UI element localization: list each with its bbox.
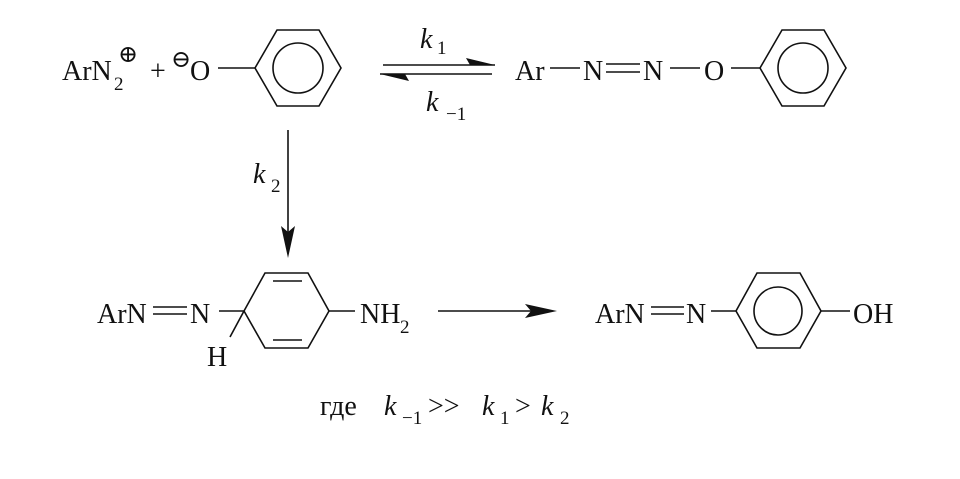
nitrogen-label: N (643, 56, 663, 87)
arrowhead (380, 74, 409, 81)
hydroxyl-label: OH (853, 299, 893, 330)
subscript: −1 (446, 104, 466, 125)
k2-arrow: k 2 (253, 130, 295, 258)
positive-charge-icon: ⊕ (118, 42, 138, 68)
amine-label: NH (360, 299, 400, 330)
greater-sign: > (515, 391, 531, 422)
subscript: 2 (271, 176, 281, 197)
subscript: 2 (400, 317, 410, 338)
plus-sign: + (150, 56, 166, 87)
arrowhead (281, 226, 295, 258)
benzene-ring (759, 29, 847, 107)
rate-constant-k2: k (253, 159, 266, 190)
oxygen-label: O (704, 56, 724, 87)
hydrogen-label: H (207, 342, 227, 373)
arrowhead (525, 304, 557, 318)
aromatic-circle (753, 286, 803, 336)
diazo-ether: Ar N N O (515, 29, 847, 107)
product: ArN N OH (595, 272, 893, 349)
ar-label: Ar (515, 56, 545, 87)
rate-constant: k (384, 391, 397, 422)
subscript: 1 (500, 408, 510, 429)
rate-constant-k1: k (420, 24, 433, 55)
arn-label: ArN (97, 299, 147, 330)
subscript: 2 (560, 408, 570, 429)
oxygen-label: O (190, 56, 210, 87)
arrowhead (466, 58, 495, 65)
rate-constant: k (482, 391, 495, 422)
equilibrium-arrows: k 1 k −1 (380, 24, 495, 125)
negative-charge-icon: ⊖ (171, 47, 191, 73)
nitrogen-label: N (190, 299, 210, 330)
bond (229, 310, 245, 338)
aromatic-circle (272, 42, 324, 94)
subscript: −1 (402, 408, 422, 429)
where-label: где (320, 391, 357, 422)
reactant: ArN 2 ⊕ + ⊖ O (62, 29, 342, 107)
nitrogen-label: N (583, 56, 603, 87)
rate-constant-k-1: k (426, 87, 439, 118)
arn-label: ArN (595, 299, 645, 330)
subscript: 2 (114, 74, 124, 95)
subscript: 1 (437, 38, 447, 59)
sigma-complex: ArN N H NH 2 (97, 272, 410, 373)
benzene-ring (254, 29, 342, 107)
arn-label: ArN (62, 56, 112, 87)
aromatic-circle (777, 42, 829, 94)
cyclohexadiene-ring (243, 272, 330, 349)
nitrogen-label: N (686, 299, 706, 330)
much-greater-sign: >> (428, 391, 460, 422)
rate-relation: где k −1 >> k 1 > k 2 (320, 391, 570, 429)
benzene-ring (735, 272, 822, 349)
rate-constant: k (541, 391, 554, 422)
